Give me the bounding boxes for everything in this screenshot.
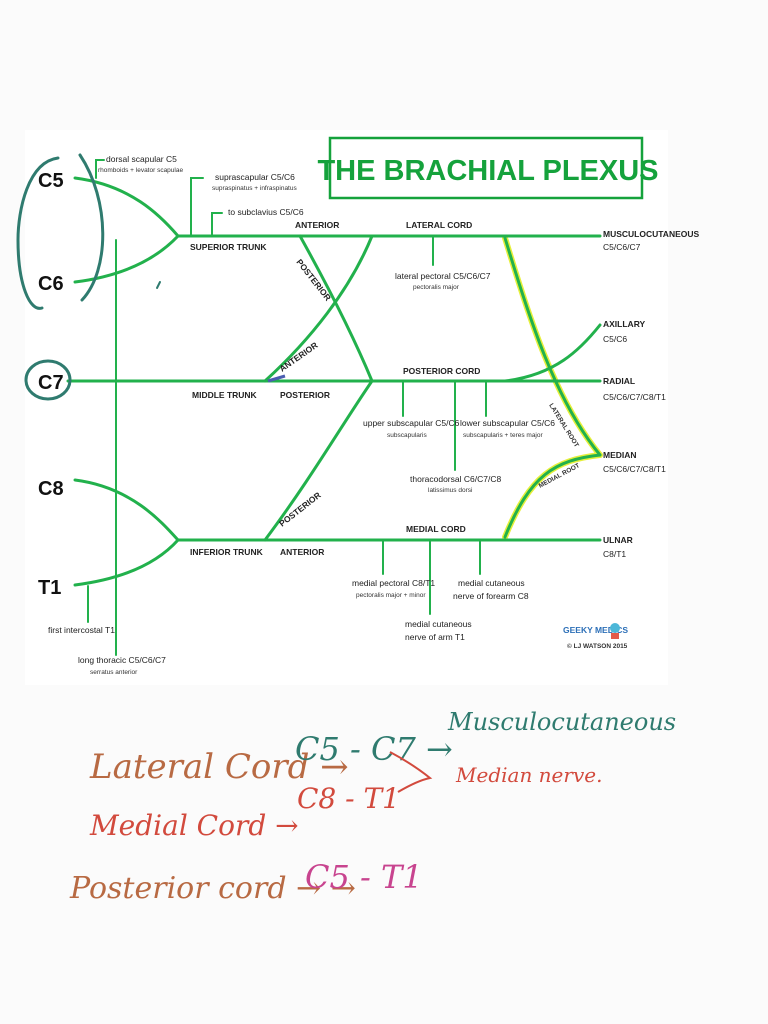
lower-subscapular-label: lower subscapular C5/C6: [460, 418, 555, 428]
geeky-medics-logo: GEEKY MEDICS © LJ WATSON 2015: [563, 623, 628, 650]
title-border: [328, 136, 644, 200]
subclavius-label: to subclavius C5/C6: [228, 207, 304, 217]
medial-cutaneous-forearm-label-line2: nerve of forearm C8: [453, 591, 529, 601]
lower-subscapular-muscles: subscapularis + teres major: [463, 432, 543, 439]
lateral-pectoral-label: lateral pectoral C5/C6/C7: [395, 271, 491, 281]
handwritten-notes: Lateral Cord → C5 - C7 → Musculocutaneou…: [69, 708, 676, 906]
lateral-root-line: [503, 236, 602, 457]
medial-root-line: [503, 453, 602, 539]
radial-label: RADIAL: [603, 376, 635, 386]
c6-root-line: [73, 234, 180, 284]
first-intercostal-label: first intercostal T1: [48, 625, 115, 635]
c7-circle: [24, 359, 72, 401]
axillary-roots: C5/C6: [603, 334, 627, 344]
axillary-line: [503, 323, 602, 383]
inferior-trunk-label: INFERIOR TRUNK: [190, 547, 264, 557]
note-lateral-cord: Lateral Cord →: [89, 747, 349, 787]
note-posterior-cord: Posterior cord → →: [69, 871, 356, 906]
anterior-division-label-superior: ANTERIOR: [295, 220, 339, 230]
middle-trunk-label: MIDDLE TRUNK: [192, 390, 258, 400]
ulnar-label: ULNAR: [603, 535, 633, 545]
medial-pectoral-muscles: pectoralis major + minor: [356, 592, 426, 599]
median-label: MEDIAN: [603, 450, 637, 460]
root-pen-marks: [16, 153, 161, 401]
medial-cutaneous-arm-label-line1: medial cutaneous: [405, 619, 472, 629]
dorsal-scapular-line: [95, 159, 105, 179]
logo-credit: © LJ WATSON 2015: [567, 642, 628, 650]
logo-name: GEEKY MEDICS: [563, 625, 628, 635]
suprascapular-line: [190, 177, 204, 237]
root-label-t1: T1: [38, 577, 61, 599]
c5-c6-arc: [78, 153, 105, 302]
note-lateral-roots: C5 - C7 →: [295, 730, 453, 768]
axillary-label: AXILLARY: [603, 319, 646, 329]
middle-anterior-division: [263, 234, 374, 383]
musculocutaneous-label: MUSCULOCUTANEOUS: [603, 229, 700, 239]
dorsal-scapular-label: dorsal scapular C5: [106, 154, 177, 164]
c5-c6-bracket: [16, 156, 60, 310]
superior-posterior-division: [298, 234, 374, 383]
pen-tick-mark: [267, 374, 286, 383]
lateral-pectoral-muscles: pectoralis major: [413, 284, 460, 291]
superior-trunk-label: SUPERIOR TRUNK: [190, 242, 267, 252]
median-roots: C5/C6/C7/C8/T1: [603, 464, 666, 474]
medial-cutaneous-arm-label-line2: nerve of arm T1: [405, 632, 465, 642]
note-musculocutaneous: Musculocutaneous: [447, 708, 676, 736]
medial-root-highlight: [502, 452, 603, 540]
anterior-division-label-middle: ANTERIOR: [277, 340, 319, 374]
medial-cord-label: MEDIAL CORD: [406, 524, 466, 534]
suprascapular-label: suprascapular C5/C6: [215, 172, 295, 182]
root-label-c6: C6: [38, 273, 64, 295]
medial-pectoral-label: medial pectoral C8/T1: [352, 578, 435, 588]
suprascapular-muscles: supraspinatus + infraspinatus: [212, 185, 297, 192]
pen-dot: [156, 281, 161, 289]
thoracodorsal-muscles: latissimus dorsi: [428, 487, 472, 494]
page-title: THE BRACHIAL PLEXUS: [317, 155, 658, 187]
diagram-background: [25, 130, 668, 685]
root-label-c7: C7: [38, 372, 64, 394]
upper-subscapular-label: upper subscapular C5/C6: [363, 418, 460, 428]
note-posterior-roots: C5 - T1: [305, 858, 423, 896]
musculocutaneous-roots: C5/C6/C7: [603, 242, 641, 252]
ulnar-roots: C8/T1: [603, 549, 626, 559]
note-medial-roots: C8 - T1: [297, 782, 400, 815]
medial-cutaneous-forearm-label-line1: medial cutaneous: [458, 578, 525, 588]
t1-root-line: [73, 538, 180, 587]
note-medial-cord: Medial Cord →: [89, 809, 299, 842]
upper-subscapular-muscles: subscapularis: [387, 432, 427, 439]
radial-roots: C5/C6/C7/C8/T1: [603, 392, 666, 402]
subclavius-line: [211, 212, 223, 237]
logo-mascot-icon: [610, 623, 620, 639]
title-box: THE BRACHIAL PLEXUS: [317, 136, 659, 200]
posterior-cord-label: POSTERIOR CORD: [403, 366, 480, 376]
note-arrow-to-median: [389, 751, 433, 793]
c8-root-line: [73, 478, 180, 542]
c5-root-line: [73, 176, 180, 238]
note-median: Median nerve.: [455, 763, 602, 787]
anterior-division-label-inferior: ANTERIOR: [280, 547, 324, 557]
nerve-lines: [66, 159, 602, 656]
root-label-c5: C5: [38, 170, 64, 192]
long-thoracic-label: long thoracic C5/C6/C7: [78, 655, 166, 665]
lateral-cord-label: LATERAL CORD: [406, 220, 472, 230]
thoracodorsal-label: thoracodorsal C6/C7/C8: [410, 474, 501, 484]
posterior-division-label-inferior: POSTERIOR: [277, 490, 323, 529]
posterior-division-label-middle: POSTERIOR: [280, 390, 330, 400]
root-label-c8: C8: [38, 478, 64, 500]
dorsal-scapular-muscles: rhomboids + levator scapulae: [98, 167, 183, 174]
long-thoracic-muscles: serratus anterior: [90, 669, 138, 676]
inferior-posterior-division: [263, 379, 374, 542]
